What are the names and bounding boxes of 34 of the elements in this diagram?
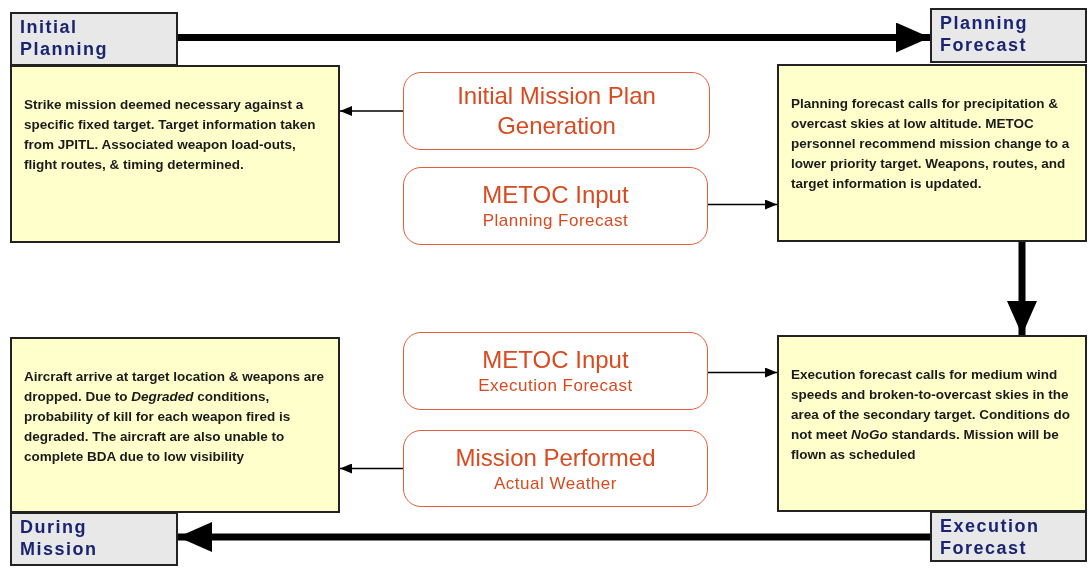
arrow (339, 463, 404, 474)
note-text: Strike mission deemed necessary against a specific fixed target. Target information taken from JPITL. Associated weapon load-outs, flight routes, & timing determined. (24, 96, 317, 174)
process-subtitle: Execution Forecast (478, 375, 633, 397)
phase-tab (930, 511, 1087, 562)
process-box (403, 430, 708, 507)
process-title: METOC Input (482, 180, 629, 210)
phase-tab (930, 8, 1087, 63)
process-box (403, 332, 708, 410)
process-subtitle: Actual Weather (494, 472, 617, 495)
arrow (707, 199, 778, 210)
arrow (339, 106, 404, 116)
note-box (10, 65, 340, 243)
arrow (1007, 242, 1037, 335)
note-box (777, 335, 1087, 512)
phase-label: Execution Forecast (940, 515, 1041, 559)
arrow (178, 522, 930, 552)
phase-label: Planning Forecast (940, 12, 1029, 56)
process-title: Mission Performed (455, 442, 656, 473)
arrow (178, 22, 930, 53)
note-box (10, 337, 340, 513)
process-title: METOC Input (482, 345, 629, 375)
process-box (403, 72, 710, 150)
note-box (777, 64, 1087, 242)
process-subtitle: Planning Forecast (482, 210, 629, 232)
process-title: Initial Mission Plan Generation (456, 81, 657, 141)
phase-tab (10, 12, 178, 66)
note-text: Planning forecast calls for precipitation & overcast skies at low altitude. METOC personnel recommend mission change to a lower priority target. Weapons, routes, and target information is updated. (791, 95, 1071, 193)
phase-label: During Mission (20, 516, 99, 560)
phase-label: Initial Planning (20, 16, 109, 60)
phase-tab (10, 512, 178, 566)
note-text: Execution forecast calls for medium wind speeds and broken-to-overcast skies in the area of the secondary target. Conditions do not meet NoGo standards. Mission will be flown as scheduled (791, 366, 1072, 464)
note-text: Aircraft arrive at target location & weapons are dropped. Due to Degraded conditions, probability of kill for each weapon fired is degraded. The aircraft are also unable to complete BDA due to low visibility (24, 368, 326, 466)
process-box (403, 167, 708, 245)
arrow (707, 367, 778, 378)
